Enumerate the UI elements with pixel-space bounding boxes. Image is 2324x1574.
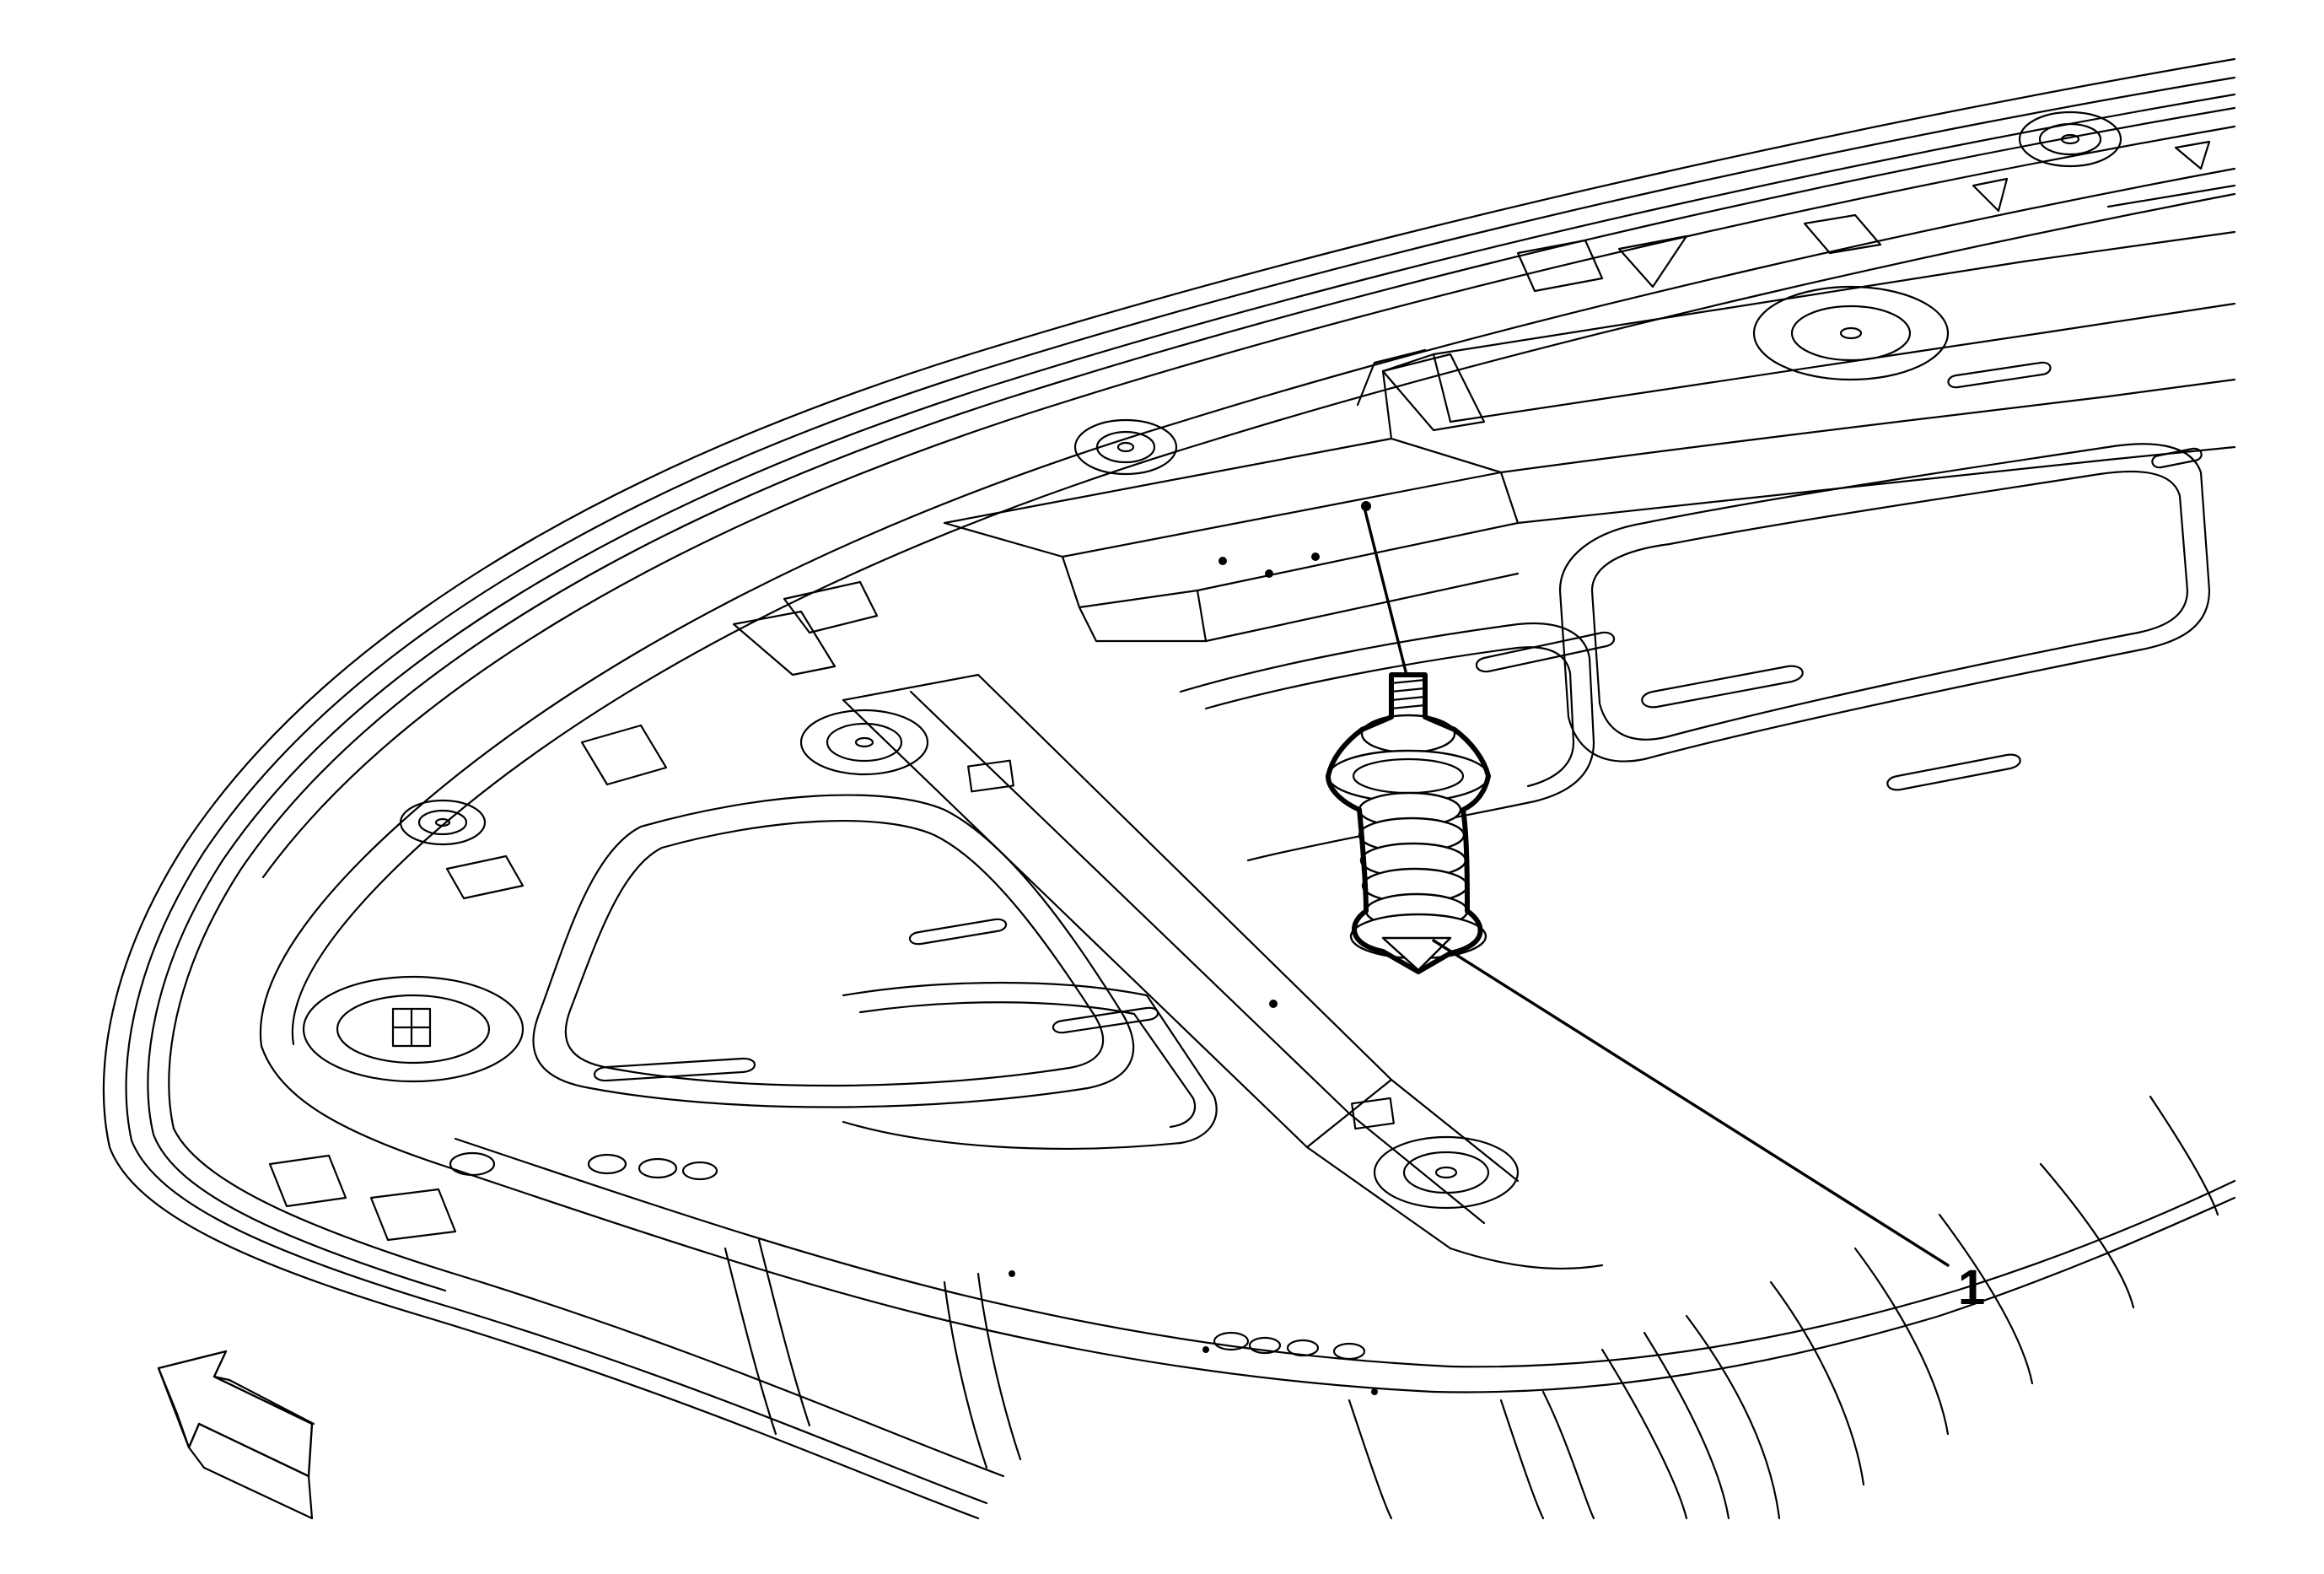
left-panel-recesses <box>532 794 1218 1150</box>
perimeter-clips <box>268 140 2236 1242</box>
boss-lower-left-large <box>302 975 525 1083</box>
boss-left-top <box>1073 418 1178 476</box>
install-guide-line <box>1363 506 1408 676</box>
boss-left-edge <box>399 799 487 846</box>
inner-panel-outline <box>259 167 2236 1393</box>
upper-cross-brace <box>943 230 2236 643</box>
slots-and-holes <box>449 361 2203 1395</box>
boss-upper-right-large <box>1752 285 1950 381</box>
boss-center-left <box>799 709 929 776</box>
lower-front-ribs <box>724 1095 2219 1520</box>
right-panel-recesses <box>1179 443 2211 862</box>
callout-leader-line <box>1432 939 1950 1267</box>
callout-label: 1 <box>1958 1260 1985 1315</box>
mounting-bosses <box>302 111 2122 1210</box>
hood-bumper-spring <box>1326 672 1491 974</box>
hood-outer-edge <box>102 57 2236 1520</box>
boss-top-right <box>2018 111 2122 168</box>
front-direction-arrow-icon <box>157 1350 315 1520</box>
center-reinforcement-spine <box>842 673 1604 1270</box>
leader-lines <box>1363 506 1950 1267</box>
boss-lower-center <box>1373 1135 1520 1210</box>
